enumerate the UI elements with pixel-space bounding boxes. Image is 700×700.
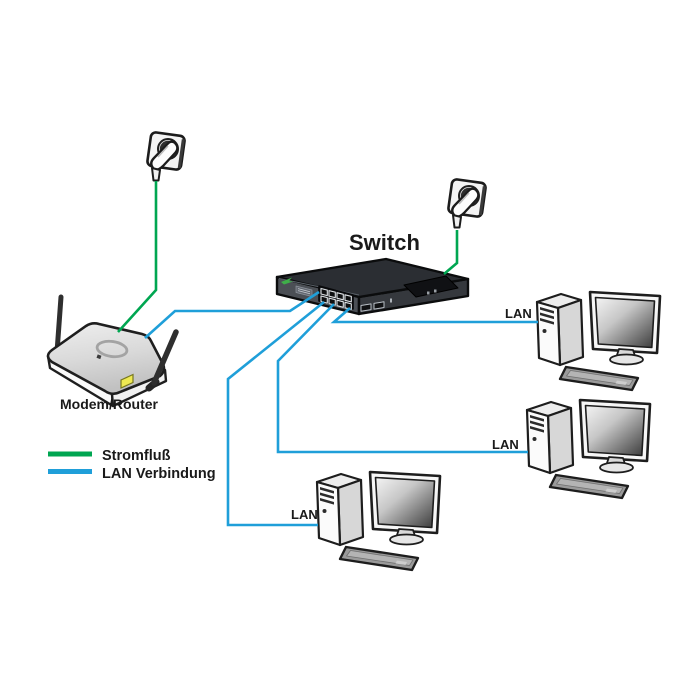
- power-cable-outlet2-switch: [443, 230, 459, 275]
- modem-router-label: Modem/Router: [60, 396, 159, 412]
- lan-cable-switch-pc-right-upper: [330, 307, 538, 324]
- lan-label-pc-right-lower: LAN: [492, 437, 519, 452]
- switch-sfp-port-2: [373, 301, 385, 310]
- modem-antenna-right: [151, 329, 179, 386]
- modem-top-ring: [95, 339, 129, 359]
- switch-vent: [403, 275, 459, 298]
- legend-power-label: Stromfluß: [102, 448, 171, 464]
- power-cable-outlet1-modem: [117, 181, 158, 333]
- switch-sfp-port-1: [360, 303, 372, 312]
- legend: Stromfluß LAN Verbindung: [48, 448, 216, 482]
- modem-lan-port: [120, 373, 134, 389]
- modem-router: [46, 294, 179, 408]
- modem-body: [46, 322, 166, 396]
- legend-lan-label: LAN Verbindung: [102, 466, 216, 482]
- lan-label-pc-right-upper: LAN: [505, 306, 532, 321]
- lan-cable-switch-pc-bottom: [226, 300, 325, 527]
- switch-logo: [281, 277, 293, 285]
- lan-cable-switch-pc-right-lower: [276, 303, 528, 454]
- switch-title: Switch: [349, 230, 420, 255]
- switch-device: [275, 257, 470, 316]
- lan-cable-modem-switch: [144, 290, 320, 339]
- switch-rj45-ports: [320, 287, 352, 310]
- lan-label-pc-bottom: LAN: [291, 507, 318, 522]
- modem-antenna-left: [54, 294, 64, 355]
